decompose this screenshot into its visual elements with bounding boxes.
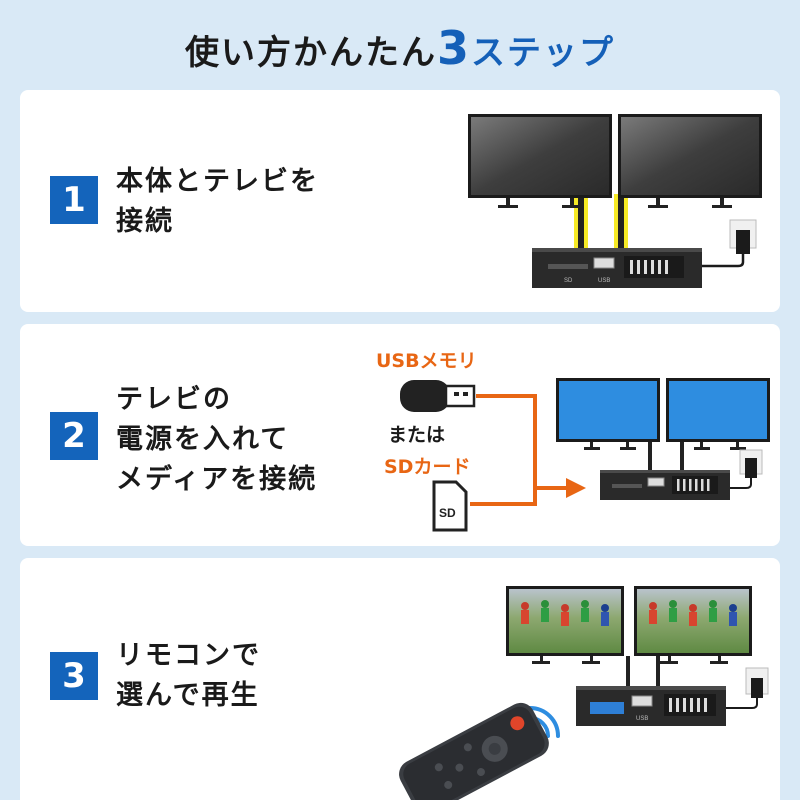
- or-label: または: [388, 424, 446, 446]
- usb-memory-label: USBメモリ: [376, 350, 477, 372]
- usb-port-label-3: USB: [636, 716, 648, 722]
- tv-right-icon: [634, 586, 752, 664]
- step-2-panel: 2 テレビの 電源を入れて メディアを接続 USBメモリ または SDカード S…: [20, 324, 780, 546]
- step-2-illustration: SD: [400, 378, 770, 532]
- players-scene-left: [521, 600, 609, 626]
- tv-left-icon: [468, 114, 612, 208]
- tv-right-icon: [618, 114, 762, 208]
- step-3-illustration: USB: [399, 586, 769, 800]
- usb-port-label: USB: [598, 278, 610, 284]
- sd-port-label: SD: [564, 278, 573, 284]
- title-number: 3: [436, 21, 471, 75]
- players-scene-right: [649, 600, 737, 626]
- sd-card-icon: SD: [432, 480, 468, 532]
- tv-left-icon: [556, 378, 660, 450]
- sd-card-text: SD: [439, 506, 456, 520]
- arrow-head-icon: [566, 478, 586, 498]
- step-3-panel: 3 リモコンで 選んで再生: [20, 558, 780, 800]
- remote-control-icon: [399, 702, 549, 800]
- power-adapter-icon: [730, 449, 763, 489]
- title-prefix: 使い方かんたん: [184, 33, 437, 73]
- tv-right-icon: [666, 378, 770, 450]
- step-2-badge: 2: [50, 412, 98, 460]
- step-1-badge: 1: [50, 176, 98, 224]
- media-player-box-icon: [532, 248, 702, 288]
- step-3-text: リモコンで 選んで再生: [116, 640, 261, 711]
- media-player-box-icon: [600, 470, 730, 500]
- sd-card-label: SDカード: [384, 456, 471, 478]
- step-2-text: テレビの 電源を入れて メディアを接続: [116, 384, 318, 495]
- step-1-panel: 1 本体とテレビを 接続: [20, 90, 780, 312]
- media-player-box-icon: USB: [576, 686, 726, 726]
- usb-stick-icon: [400, 380, 476, 412]
- step-3-badge: 3: [50, 652, 98, 700]
- step-1-illustration: SD USB: [468, 114, 762, 288]
- power-adapter-icon: [726, 667, 769, 709]
- page-title: 使い方かんたん3ステップ: [0, 18, 800, 78]
- tv-left-icon: [506, 586, 624, 664]
- power-adapter-icon: [702, 219, 757, 268]
- title-suffix: ステップ: [471, 33, 615, 73]
- connection-arrow: [470, 394, 568, 506]
- step-1-text: 本体とテレビを 接続: [116, 166, 319, 237]
